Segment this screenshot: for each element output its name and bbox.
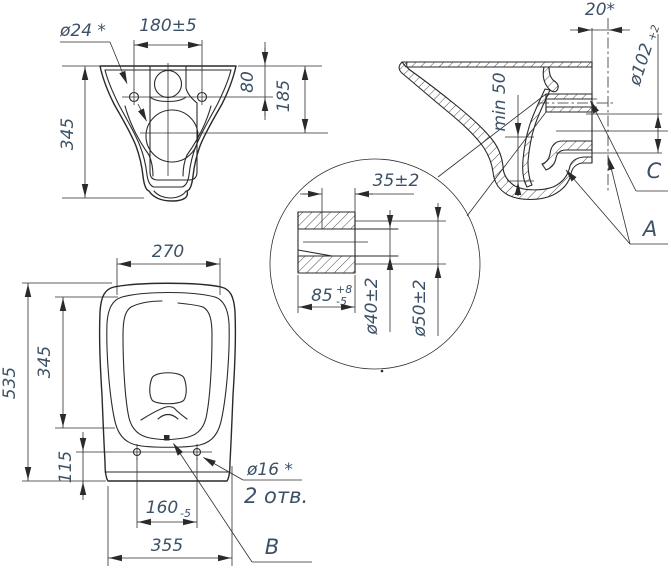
- detail-callout-leaders: [437, 93, 547, 217]
- front-view-inner-geometry: [122, 63, 328, 181]
- seat-outer-ring: [106, 291, 230, 448]
- spigot-upper-wall-detail: [297, 211, 356, 230]
- inlet-engagement-dim: 35±2: [373, 171, 420, 191]
- inlet-length-tol-lower: -5: [336, 295, 347, 308]
- top-view-dimensions: 270 535 345 115 160: [0, 242, 312, 566]
- bowl-length-dim: 345: [35, 346, 55, 378]
- inlet-length-tol-upper: +8: [336, 283, 352, 296]
- front-view: 345 180±5 ø24 * 80 185: [58, 16, 328, 202]
- front-view-contour: [99, 65, 237, 202]
- detail-dimensions: 35±2 85 +8 -5 ø40±2 ø50±2: [297, 171, 442, 338]
- detail-spigot-section: [297, 211, 446, 274]
- front-height-dim: 345: [58, 118, 78, 150]
- front-view-dimensions: 345 180±5 ø24 * 80 185: [58, 16, 322, 199]
- trap-weir-section: [522, 88, 551, 188]
- hole-spacing-dim: 180±5: [139, 16, 197, 36]
- top-view: 270 535 345 115 160: [0, 242, 312, 566]
- top-to-hole-dim: 80: [238, 71, 258, 93]
- detail-circle: [269, 158, 481, 370]
- overall-length-dim: 535: [0, 367, 20, 399]
- datum-target-square: [164, 435, 170, 441]
- top-wall-section: [401, 61, 593, 68]
- side-view-dimensions: 20* ø102 +2 min 50 C A: [490, 0, 668, 245]
- spigot-lower-wall-detail: [297, 255, 356, 274]
- wall-offset-dim: 20*: [585, 0, 615, 20]
- fixing-hole-count-label: 2 отв.: [244, 484, 308, 508]
- seat-inner-ring: [122, 300, 213, 441]
- flush-ledge: [140, 406, 188, 421]
- outlet-diameter-dim: ø102: [625, 41, 658, 89]
- label-a: A: [641, 217, 657, 241]
- side-view-walls: [398, 61, 668, 201]
- inlet-spigot-upper-wall: [545, 93, 593, 100]
- rim-channel-section: [542, 66, 559, 93]
- outlet-lower-wall: [541, 140, 593, 171]
- inlet-outer-dim: ø50±2: [410, 279, 430, 337]
- inlet-spigot-lower-wall: [545, 106, 593, 113]
- overall-width-dim: 355: [151, 536, 183, 556]
- fixing-spacing-dim: 160: [146, 498, 178, 518]
- stray-dot: [380, 369, 384, 373]
- top-view-contour: [76, 282, 237, 482]
- side-view-centerlines: [538, 18, 613, 193]
- water-seal-dim: min 50: [490, 72, 510, 131]
- label-b: B: [265, 535, 279, 559]
- hole-to-rear-dim: 115: [56, 451, 76, 483]
- label-c: C: [647, 159, 662, 183]
- outlet-diameter-tolerance: +2: [645, 23, 662, 42]
- outlet-opening-circle: [145, 109, 199, 163]
- fixing-hole-dia-dim: ø16 *: [246, 460, 293, 480]
- side-section-view: 20* ø102 +2 min 50 C A: [398, 0, 668, 245]
- inlet-length-dim: 85: [311, 286, 333, 306]
- hole-diameter-dim: ø24 *: [59, 21, 106, 41]
- detail-view: 35±2 85 +8 -5 ø40±2 ø50±2: [269, 158, 481, 373]
- water-spot: [149, 372, 187, 405]
- fixing-spacing-tol: -5: [180, 507, 191, 520]
- inlet-bore-dim: ø40±2: [362, 277, 382, 335]
- seat-width-dim: 270: [152, 242, 184, 262]
- top-to-outlet-dim: 185: [274, 80, 294, 112]
